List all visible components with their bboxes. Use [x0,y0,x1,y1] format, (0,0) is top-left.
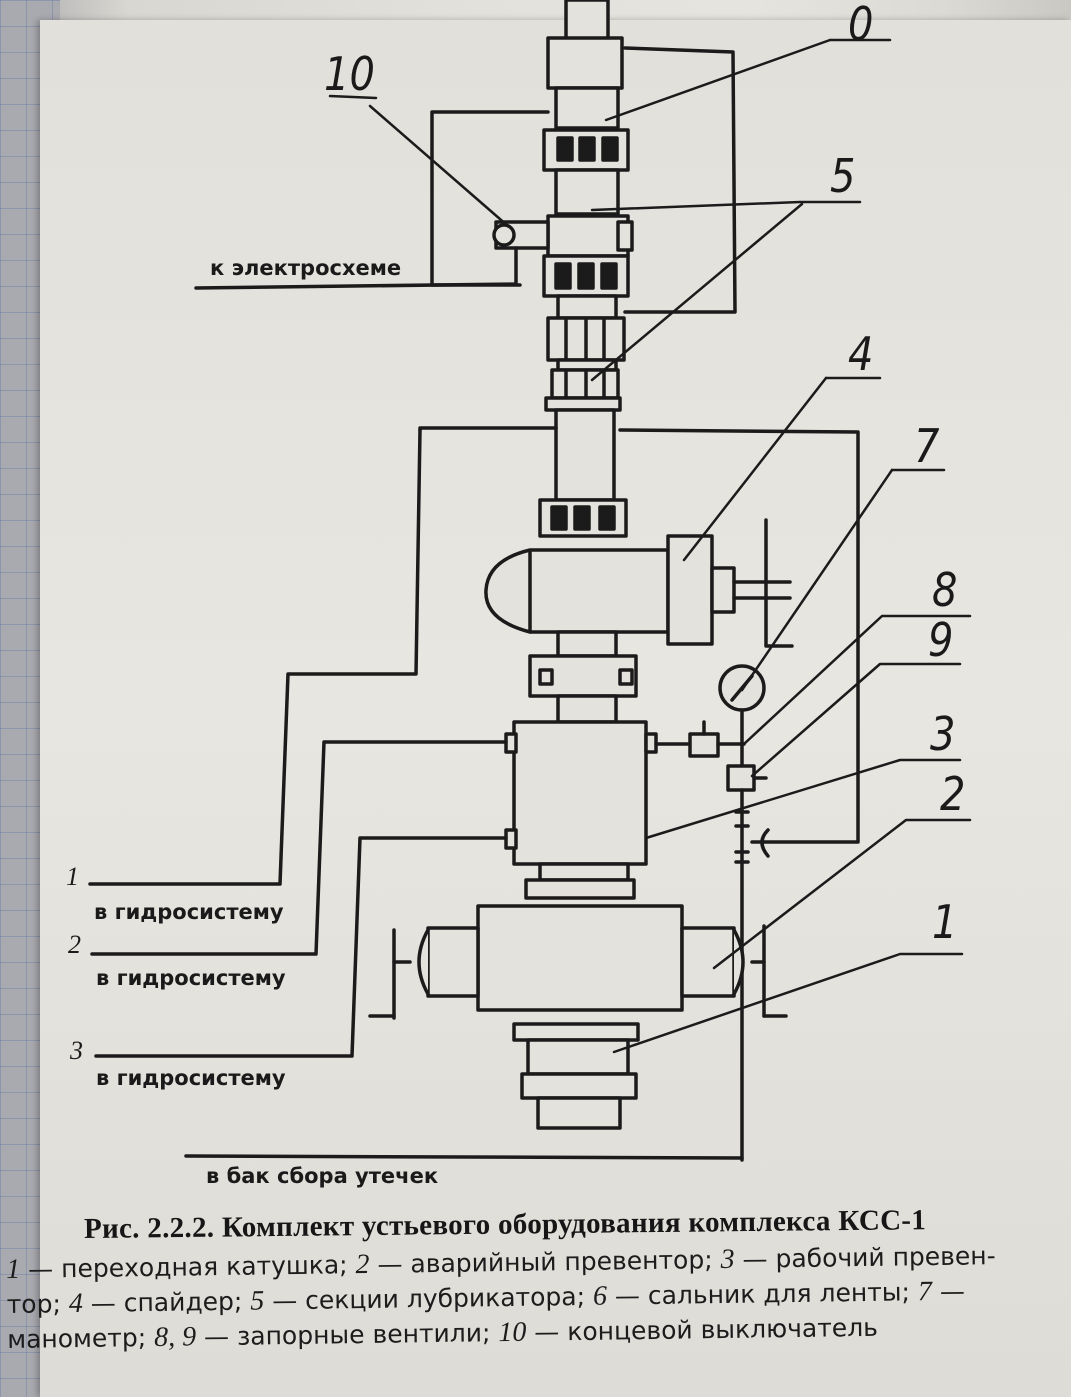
callout-7: 7 [914,420,940,474]
callout-5: 5 [830,150,856,204]
legend-text: — концевой выключатель [526,1312,879,1347]
figure-legend: 1 — переходная катушка; 2 — аварийный пр… [6,1237,1067,1357]
leak-line [184,1154,744,1160]
legend-num: 2 [355,1248,370,1281]
legend-num: 4 [68,1287,84,1320]
shutoff-valve-9 [726,764,756,792]
legend-num: 7 [917,1276,933,1308]
limit-switch-10 [492,223,516,247]
top-pipe [564,0,610,42]
adapter-spool-1 [512,1022,640,1042]
label-hydro-3: в гидросистему [96,1066,286,1090]
legend-num: 5 [250,1285,265,1317]
legend-text: тор; [6,1289,70,1319]
legend-text: — аварийный превентор; [369,1245,721,1279]
legend-text: — переходная катушка; [20,1250,356,1284]
legend-text: — [931,1276,966,1307]
line-number-3: 3 [70,1036,83,1065]
legend-num: 3 [720,1243,735,1276]
legend-num: 10 [498,1316,527,1349]
callout-1: 1 [932,896,958,950]
wellhead-diagram [88,0,972,1162]
label-leak-tank: в бак сбора утечек [206,1164,439,1188]
legend-num: 6 [592,1280,608,1312]
legend-num: 8, 9 [153,1321,197,1353]
legend-text: — спайдер; [82,1286,251,1318]
label-to-electro: к электросхеме [210,256,402,280]
line-number-2: 2 [68,930,81,959]
legend-text: — секции лубрикатора; [264,1281,594,1316]
legend-text: — рабочий превен- [734,1241,996,1274]
upper-frame-left [430,110,550,287]
shutoff-valve-8 [688,732,720,758]
limit-switch-housing [546,214,630,258]
legend-text: — сальник для ленты; [606,1277,919,1311]
working-preventer-3 [512,720,648,866]
hydro-line-3 [94,836,508,1058]
electro-line [194,246,518,290]
legend-text: — запорные вентили; [195,1318,499,1352]
upper-frame [623,46,737,314]
label-hydro-2: в гидросистему [96,966,286,990]
callout-4: 4 [848,328,874,382]
label-hydro-1: в гидросистему [94,900,284,924]
line-number-1: 1 [66,862,79,891]
callout-10: 10 [324,48,375,102]
callout-2: 2 [940,768,966,822]
hydro-line-1 [418,426,558,432]
legend-num: 1 [6,1253,21,1285]
callout-0: 0 [848,0,874,52]
hydro-line-2 [90,740,508,956]
callout-9: 9 [928,614,954,668]
legend-text: манометр; [7,1322,155,1354]
spider-4 [484,548,670,634]
callout-3: 3 [930,708,956,762]
emergency-preventer-2 [476,904,684,1012]
gland-6 [546,36,624,90]
callout-8: 8 [932,564,958,618]
